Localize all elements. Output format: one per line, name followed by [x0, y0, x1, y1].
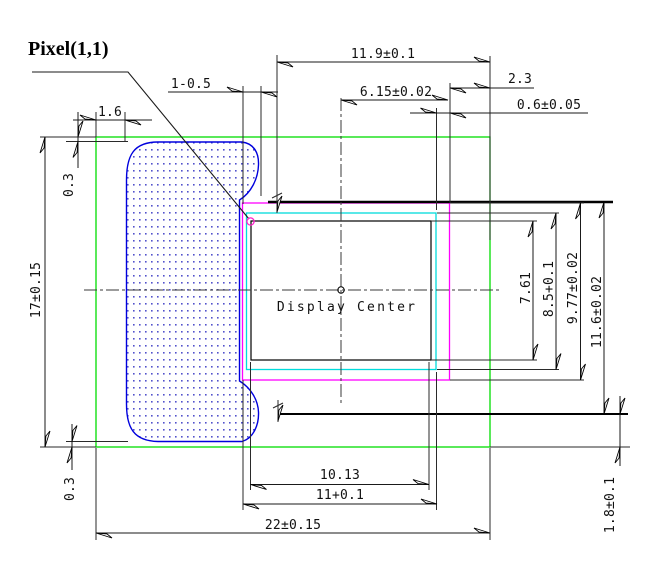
- dim-label-viewing-width: 11+0.1: [316, 488, 364, 503]
- dim-label-top-width: 11.9±0.1: [351, 47, 415, 62]
- extension-lines: [40, 55, 630, 540]
- dim-label-notch-width: 1-0.5: [171, 77, 211, 92]
- dimension-left-inset: 1.6: [73, 105, 152, 126]
- dim-label-glass-height: 9.77±0.02: [566, 252, 581, 324]
- dimension-top-inset: 0.3: [62, 112, 84, 197]
- dim-label-tail-height: 1.8±0.1: [603, 477, 618, 533]
- dimension-viewing-width: 11+0.1: [242, 488, 438, 510]
- dimension-active-height: 7.61: [519, 220, 539, 361]
- pixel-1-1-marker: [246, 217, 255, 226]
- pixel-1-1-leader: [32, 71, 255, 226]
- centerlines: [84, 98, 502, 406]
- dim-label-bottom-inset: 0.3: [63, 477, 78, 501]
- display-center-marker: [337, 286, 345, 294]
- dimension-bottom-inset: 0.3: [63, 424, 78, 501]
- datum-marker-bottom: [272, 400, 284, 422]
- fpc-hatched-shape: [125, 141, 260, 443]
- dimension-top-width: 11.9±0.1: [276, 47, 491, 68]
- dimension-active-width: 10.13: [250, 468, 430, 490]
- pixel-1-1-callout: Pixel(1,1): [28, 38, 109, 60]
- module-outline-rect: [95, 136, 491, 448]
- dimension-right-gap: 2.3: [449, 72, 534, 94]
- thick-reference-lines: [268, 200, 628, 416]
- dimension-notch-width: 1-0.5: [168, 77, 278, 98]
- dimension-outline-height: 11.6±0.02: [590, 201, 610, 415]
- dim-label-overall-width: 22±0.15: [265, 518, 321, 533]
- dim-label-center-offset: 6.15±0.02: [360, 85, 432, 100]
- dim-label-left-inset: 1.6: [98, 105, 122, 120]
- dim-label-viewing-height: 8.5+0.1: [542, 261, 557, 317]
- panel-outline-rect: [241, 202, 451, 381]
- dim-label-active-height: 7.61: [519, 272, 534, 304]
- dim-label-active-width: 10.13: [320, 468, 360, 483]
- dimension-overall-height: 17±0.15: [29, 136, 51, 448]
- dimension-edge-clearance: 0.6±0.05: [410, 98, 588, 119]
- dim-label-outline-height: 11.6±0.02: [590, 276, 605, 348]
- dimension-viewing-height: 8.5+0.1: [542, 212, 562, 370]
- dimension-overall-width: 22±0.15: [95, 518, 491, 539]
- dimension-tail-height: 1.8±0.1: [603, 396, 626, 533]
- dim-label-edge-clearance: 0.6±0.05: [517, 98, 581, 113]
- dim-label-right-gap: 2.3: [508, 72, 532, 87]
- dimension-glass-height: 9.77±0.02: [566, 202, 586, 381]
- dim-label-top-inset: 0.3: [62, 173, 77, 197]
- dim-label-overall-height: 17±0.15: [29, 262, 44, 318]
- display-center-label: Display Center: [277, 300, 417, 315]
- dimension-center-offset: 6.15±0.02: [340, 85, 449, 106]
